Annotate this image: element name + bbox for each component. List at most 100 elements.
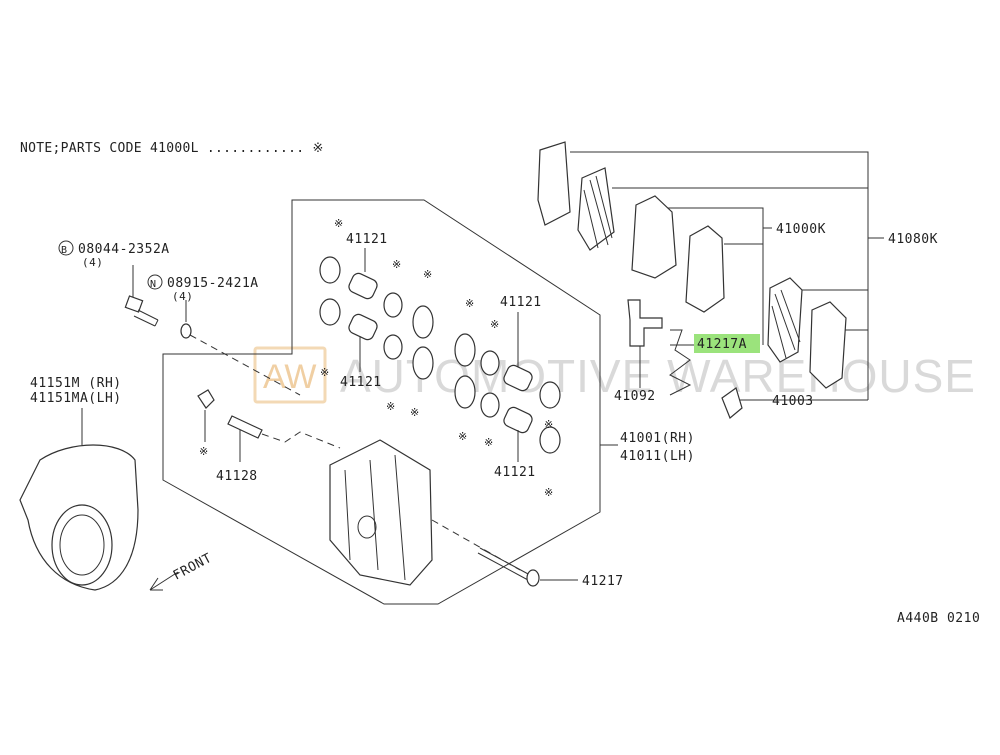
shim-label: 41003 [772,394,814,409]
piston-seal-icon [539,381,561,409]
asterisk-mark: ※ [386,400,396,413]
pad-icon [631,195,677,279]
caliper-rh-label: 41001(RH) [620,431,695,446]
front-arrow-icon [149,571,179,591]
front-direction: FRONT [149,551,215,591]
seal-kit-a: ※ 41121 ※ ※ ※ ※ ※ [319,217,434,419]
piston-seal-icon [319,298,341,326]
washer-part-number: 08915-2421A [167,276,259,291]
washer-qty: (4) [172,290,193,303]
pad-kit-brackets [570,151,884,401]
piston-icon [503,364,533,392]
dust-boot-icon [480,392,500,418]
caliper-body [329,439,521,586]
washer-icon [180,323,192,339]
front-label: FRONT [171,551,215,584]
seal-kit-b: 41121 [340,336,382,390]
seal-kit-a-label: 41121 [346,232,388,247]
caliper-group-outline [162,199,601,605]
pin-shaft-icon [479,547,531,576]
watermark-logo-box [253,346,327,404]
highlighted-part[interactable]: 41217A [694,334,760,353]
pad-icon [577,167,615,251]
highlight-box[interactable] [694,334,760,353]
asterisk-mark: ※ [334,217,344,230]
caliper-body-shape [329,439,433,586]
asterisk-mark: ※ [199,445,209,458]
seal-ring-icon [412,346,434,380]
dust-boot-icon [480,350,500,376]
piston-seal-icon [319,256,341,284]
washer-n-callout: N 08915-2421A (4) [147,274,259,339]
bleeder-label: 41128 [216,469,258,484]
asterisk-mark: ※ [544,486,554,499]
bleeder: ※ 41128 [197,389,341,484]
anti-squeal-label: 41092 [614,389,656,404]
asterisk-mark: ※ [392,258,402,271]
shim: 41003 [721,387,814,419]
pad-hatching [771,289,801,359]
asterisk-mark: ※ [484,436,494,449]
bleeder-screw-icon [227,415,263,439]
asterisk-mark: ※ [423,268,433,281]
pad-kit-bracket [668,207,764,345]
bleeder-axis [261,431,341,449]
bolt-part-number: 08044-2352A [78,242,170,257]
pad-backing-icon [809,301,847,389]
pad-hatching [583,175,613,249]
b-symbol: B [61,245,68,256]
backing-plate: 41151M (RH) 41151MA(LH) [19,376,139,591]
watermark-text: AUTOMOTIVE WAREHOUSE [340,350,976,402]
asterisk-mark: ※ [410,406,420,419]
bolt-b-callout: B 08044-2352A (4) [58,240,170,327]
highlighted-part-label[interactable]: 41217A [697,337,747,352]
caliper-bore [357,515,377,539]
piston-seal-icon [539,426,561,454]
n-symbol-icon [147,274,163,290]
plate-rh-label: 41151M (RH) [30,376,122,391]
b-symbol-icon [58,240,74,256]
piston-icon [348,313,378,341]
seal-kit-c-label: 41121 [500,295,542,310]
plate-lh-label: 41151MA(LH) [30,391,122,406]
piston-icon [348,272,378,300]
dust-boot-icon [383,292,403,318]
watermark: AW AUTOMOTIVE WAREHOUSE [253,346,976,404]
pad-icon [767,277,803,363]
pad-set-bracket [570,151,869,400]
spring-icon [669,329,692,396]
seal-kit-b-label: 41121 [340,375,382,390]
pin-head-icon [526,569,540,587]
bolt-icon [124,295,159,327]
backing-plate-hub-inner [59,514,105,576]
seal-kit-d: 41121 [494,430,536,480]
n-symbol: N [150,279,157,290]
pad-kit-label: 41000K [776,222,826,237]
seal-ring-icon [454,375,476,409]
backing-plate-hub [51,504,113,586]
bolt-qty: (4) [82,256,103,269]
asterisk-mark: ※ [320,366,330,379]
pad-backing-icon [685,225,725,313]
asterisk-mark: ※ [465,297,475,310]
seal-kit-c: ※ 41121 ※ ※ ※ ※ ※ [454,295,561,499]
piston-icon [503,406,533,434]
seal-kit-d-label: 41121 [494,465,536,480]
brake-pads [537,141,847,389]
caliper-lh-label: 41011(LH) [620,449,695,464]
pad-backing-icon [537,141,571,226]
pad-set-label: 41080K [888,232,938,247]
dust-boot-icon [383,334,403,360]
seal-ring-icon [412,305,434,339]
bleeder-cap-icon [197,389,215,409]
watermark-logo: AW [263,358,317,396]
diagram-code: A440B 0210 [897,611,980,626]
shim-icon [721,387,743,419]
asterisk-mark: ※ [544,418,554,431]
asterisk-mark: ※ [490,318,500,331]
asterisk-mark: ※ [458,430,468,443]
anti-squeal-icon [627,299,663,347]
seal-ring-icon [454,333,476,367]
